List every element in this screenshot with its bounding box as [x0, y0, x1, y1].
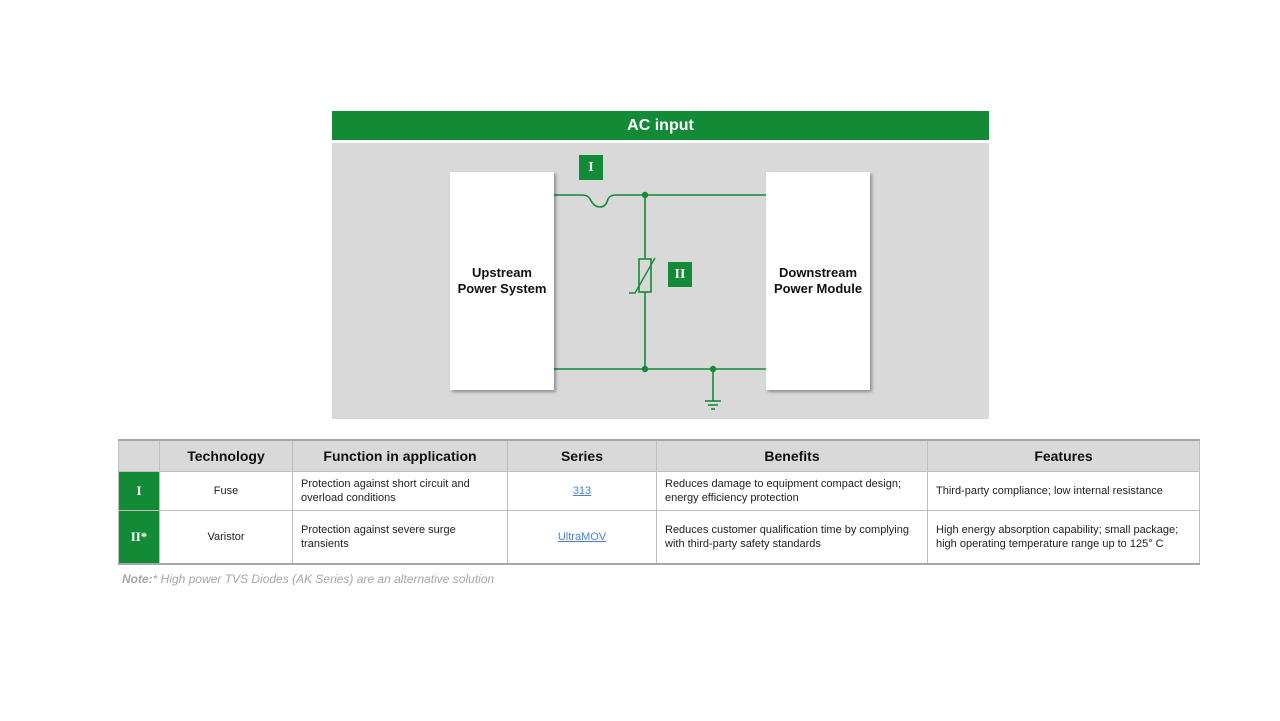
header-series: Series: [507, 439, 657, 472]
technology-table: Technology Function in application Serie…: [118, 439, 1200, 565]
features-cell: High energy absorption capability; small…: [927, 510, 1200, 565]
function-cell: Protection against short circuit and ove…: [292, 471, 508, 511]
header-benefits: Benefits: [656, 439, 928, 472]
downstream-label: Downstream Power Module: [773, 265, 863, 296]
table-header-row: Technology Function in application Serie…: [118, 439, 1200, 472]
benefits-cell: Reduces damage to equipment compact desi…: [656, 471, 928, 511]
series-link-ultramov[interactable]: UltraMOV: [557, 531, 607, 543]
series-cell: UltraMOV: [507, 510, 657, 565]
header-technology: Technology: [159, 439, 293, 472]
upstream-power-system-box: Upstream Power System: [450, 172, 554, 390]
diagram-title: AC input: [332, 111, 989, 143]
header-features: Features: [927, 439, 1200, 472]
series-link-313[interactable]: 313: [572, 485, 592, 497]
header-number: [118, 439, 160, 472]
varistor-tag: II: [668, 262, 692, 287]
table-row: I Fuse Protection against short circuit …: [118, 471, 1200, 511]
benefits-cell: Reduces customer qualification time by c…: [656, 510, 928, 565]
technology-cell: Varistor: [159, 510, 293, 565]
note-label: Note:: [122, 572, 153, 586]
function-cell: Protection against severe surge transien…: [292, 510, 508, 565]
varistor-slash: [629, 257, 656, 294]
row-number: I: [118, 471, 160, 511]
series-cell: 313: [507, 471, 657, 511]
technology-cell: Fuse: [159, 471, 293, 511]
features-cell: Third-party compliance; low internal res…: [927, 471, 1200, 511]
top-wire: [554, 194, 766, 208]
junction-dot-bottom: [641, 365, 649, 373]
header-function: Function in application: [292, 439, 508, 472]
upstream-label: Upstream Power System: [457, 265, 547, 296]
downstream-power-module-box: Downstream Power Module: [766, 172, 870, 390]
table-row: II* Varistor Protection against severe s…: [118, 510, 1200, 565]
note-text: * High power TVS Diodes (AK Series) are …: [152, 572, 495, 586]
junction-dot-top: [641, 191, 649, 199]
varistor-symbol: [638, 258, 652, 293]
footnote: Note:* High power TVS Diodes (AK Series)…: [122, 572, 494, 586]
circuit-wiring: [554, 191, 766, 410]
row-number: II*: [118, 510, 160, 565]
circuit-diagram: AC input Upstream Power System Downstrea…: [332, 111, 989, 419]
fuse-tag: I: [579, 155, 603, 180]
